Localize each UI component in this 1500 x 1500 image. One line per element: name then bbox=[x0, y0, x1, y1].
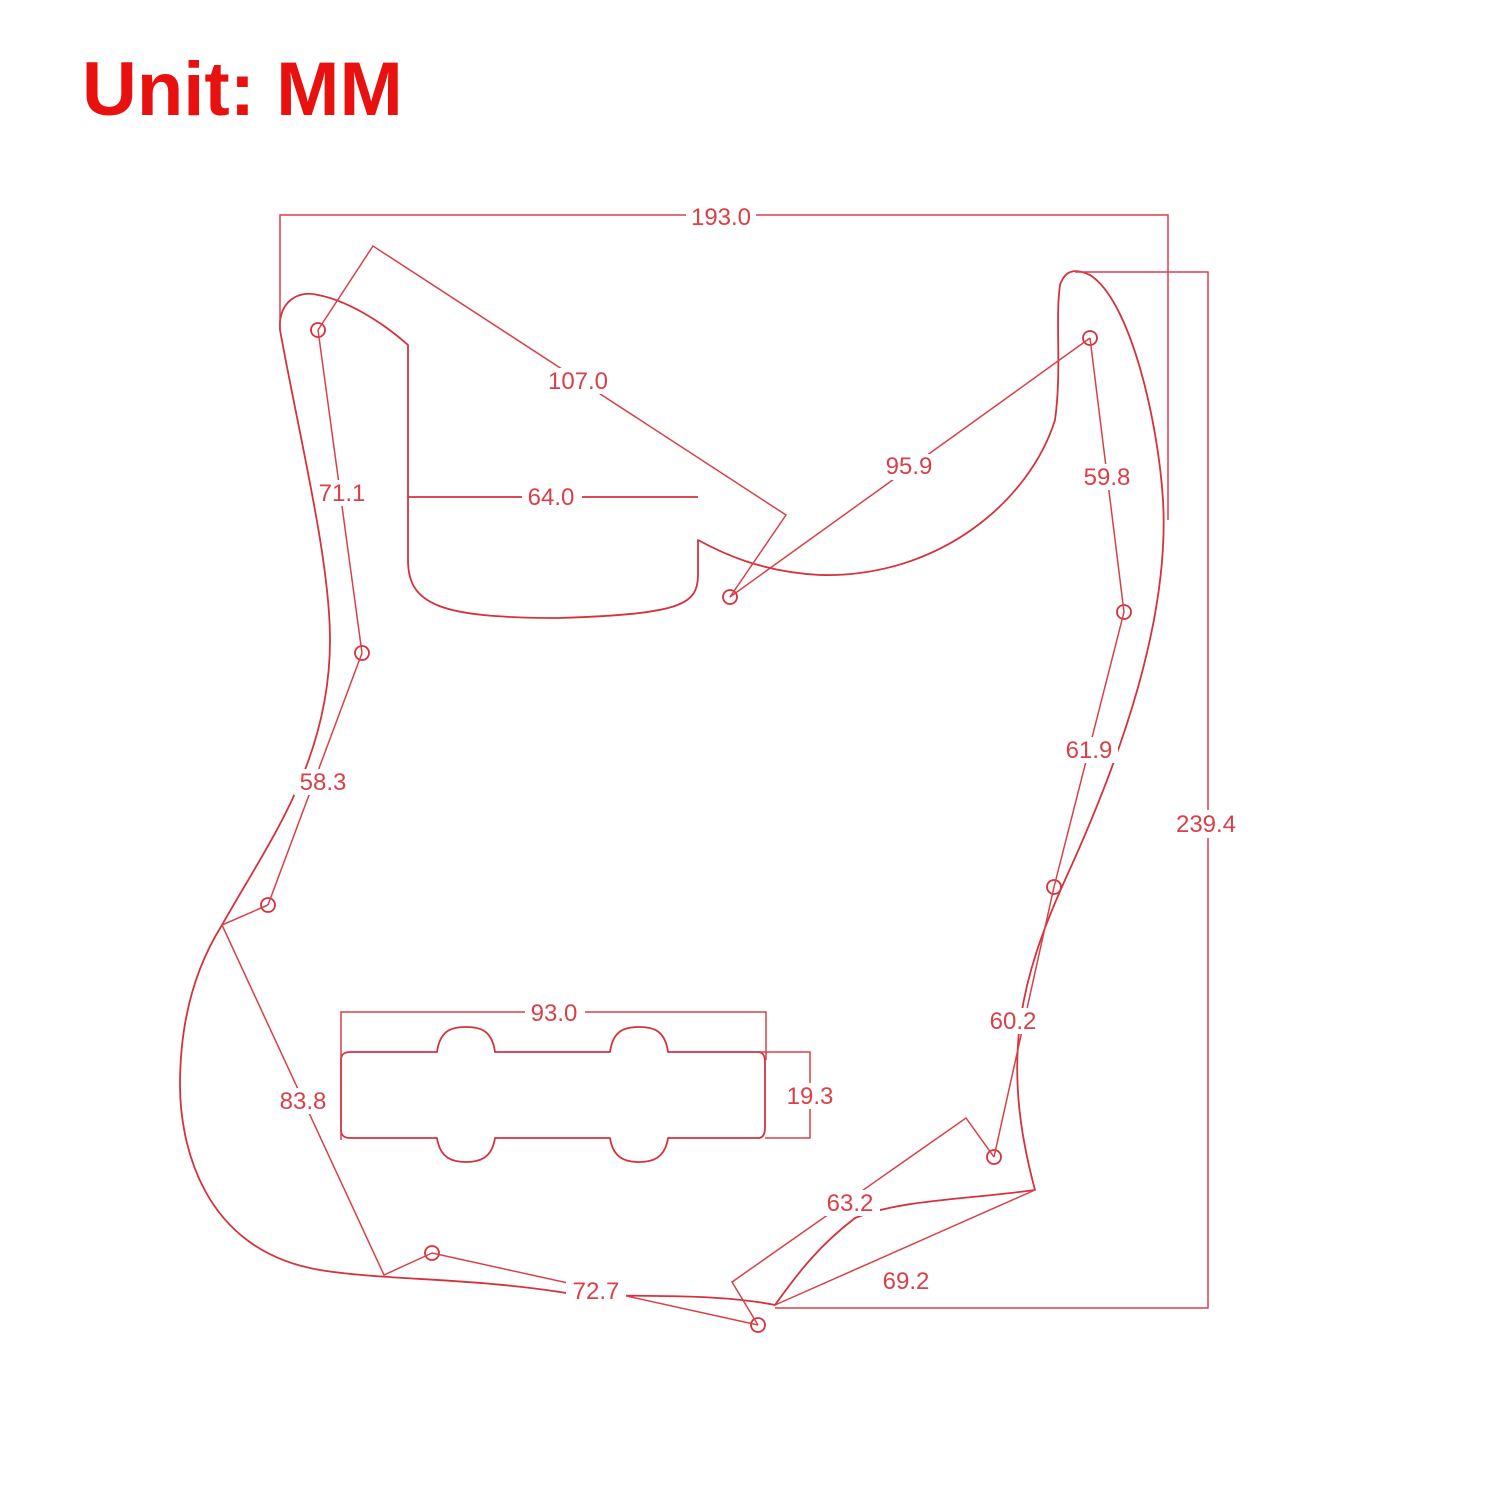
label-background bbox=[545, 368, 613, 394]
label-background bbox=[876, 1268, 936, 1294]
bottom-diagonal-2-label: 69.2 bbox=[883, 1268, 930, 1295]
diagonal-107-line bbox=[317, 244, 788, 598]
label-background bbox=[566, 1278, 626, 1304]
pickup-cutout bbox=[340, 1026, 766, 1163]
unit-title: Unit: MM bbox=[82, 47, 403, 132]
overall-width-label: 193.0 bbox=[691, 204, 751, 231]
bottom-diagonal-1-label: 63.2 bbox=[827, 1190, 874, 1217]
label-background bbox=[1165, 810, 1245, 838]
label-background bbox=[1077, 464, 1137, 490]
bass-side-diagonal-label: 83.8 bbox=[280, 1088, 327, 1115]
label-background bbox=[686, 202, 756, 228]
label-background bbox=[820, 1190, 880, 1216]
right-middle-edge-label: 61.9 bbox=[1066, 737, 1113, 764]
label-background bbox=[878, 454, 940, 480]
upper-horn-diagonal-label: 107.0 bbox=[548, 368, 608, 395]
neck-pocket-width-label: 64.0 bbox=[528, 484, 575, 511]
pickup-length-label: 93.0 bbox=[531, 1000, 578, 1027]
height-dimension-line bbox=[775, 271, 1209, 1309]
right-upper-edge-label: 59.8 bbox=[1084, 464, 1131, 491]
bottom-left-edge-label: 72.7 bbox=[573, 1278, 620, 1305]
upper-left-edge-label: 71.1 bbox=[319, 480, 366, 507]
pickguard-outline bbox=[179, 270, 1165, 1306]
label-background bbox=[272, 1088, 334, 1114]
overall-height-label: 239.4 bbox=[1176, 811, 1236, 838]
screw-holes bbox=[260, 322, 1132, 1333]
label-background bbox=[522, 485, 582, 511]
right-horn-diagonal-label: 95.9 bbox=[886, 453, 933, 480]
diagonal-69-line bbox=[774, 1189, 1036, 1306]
dimension-labels: 193.0 239.4 107.0 64.0 71.1 58.3 83.8 95… bbox=[272, 202, 1245, 1305]
diagonal-63-line bbox=[730, 1116, 995, 1326]
label-background bbox=[294, 769, 352, 795]
right-lower-edge-label: 60.2 bbox=[990, 1008, 1037, 1035]
label-background bbox=[525, 1000, 585, 1026]
label-background bbox=[318, 480, 366, 506]
dimension-lines bbox=[220, 214, 1209, 1326]
lower-left-edge-label: 58.3 bbox=[300, 769, 347, 796]
label-background bbox=[782, 1083, 840, 1109]
label-background bbox=[1060, 737, 1118, 763]
label-background bbox=[983, 1008, 1043, 1034]
pickup-length-line bbox=[340, 1011, 767, 1140]
pickup-width-label: 19.3 bbox=[787, 1083, 834, 1110]
